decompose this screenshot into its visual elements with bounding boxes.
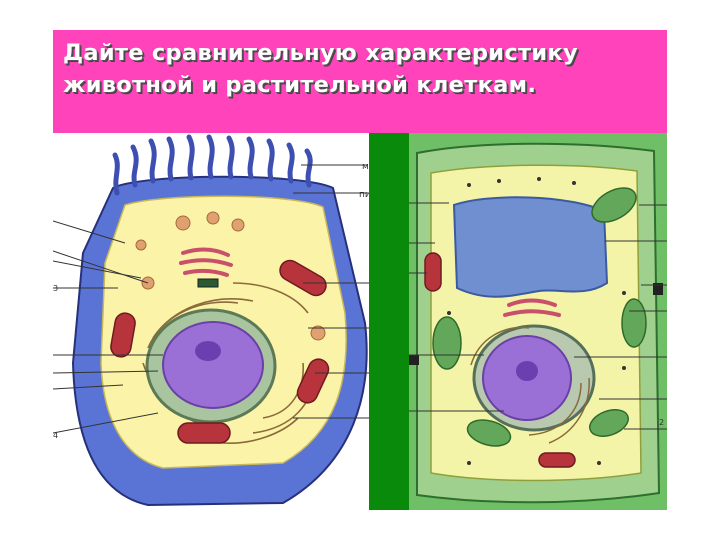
plant-er-network — [470, 326, 590, 444]
animal-centriole — [197, 278, 219, 288]
plant-plasmodesma-right — [653, 283, 663, 295]
animal-label-pi: пи — [359, 190, 371, 200]
animal-label-m: м — [362, 162, 369, 172]
animal-mitochondria — [110, 259, 330, 444]
slide-title-line-1: Дайте сравнительную характеристику — [63, 40, 578, 66]
animal-vesicles — [135, 211, 326, 341]
animal-label-4: 4 — [53, 431, 58, 440]
plant-nucleolus — [516, 361, 538, 381]
plant-mitochondrion — [424, 252, 442, 292]
plant-label-2: 2 — [659, 418, 664, 427]
animal-label-leaders — [53, 164, 373, 434]
plant-cell-illustration: 2 — [409, 133, 667, 510]
animal-golgi — [179, 247, 233, 277]
animal-label-3: 3 — [53, 284, 58, 293]
plant-golgi — [503, 298, 561, 317]
plant-ribosomes — [447, 177, 626, 465]
animal-cell-microvilli — [112, 134, 313, 196]
animal-cell-illustration: м пи 3 4 — [53, 134, 373, 507]
animal-nucleolus — [195, 341, 221, 361]
slide-title-line-2: животной и растительной клеткам. — [63, 72, 537, 98]
plant-plasmodesma-left — [409, 355, 419, 365]
animal-nucleus — [162, 321, 264, 409]
plant-mitochondrion-2 — [538, 452, 576, 468]
plant-vacuole — [452, 196, 609, 298]
plant-label-leaders — [409, 202, 667, 430]
title-banner: Дайте сравнительную характеристику живот… — [53, 30, 667, 133]
cell-comparison-figure: м пи 3 4 — [53, 133, 667, 510]
divider-band-dark — [369, 133, 411, 510]
